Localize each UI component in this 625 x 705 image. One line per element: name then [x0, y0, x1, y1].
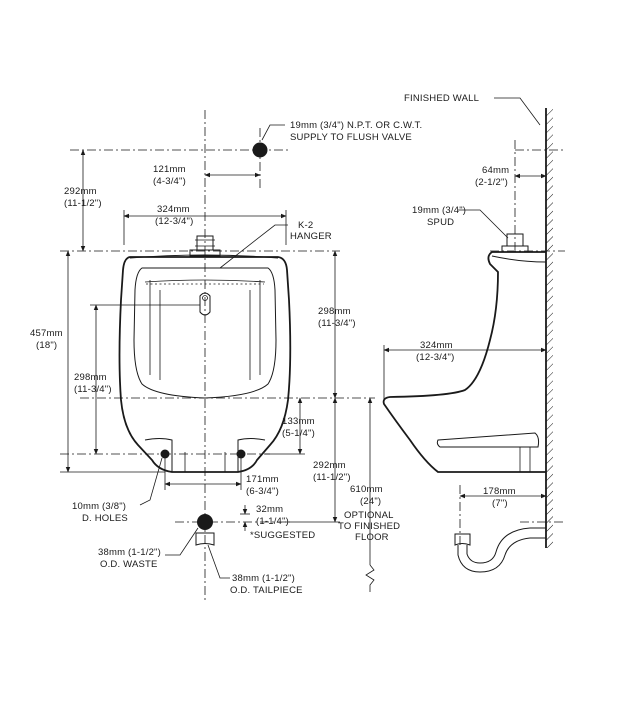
- label-324-in: (12-3/4"): [155, 216, 193, 227]
- label-171-in: (6-3/4"): [246, 486, 279, 497]
- label-32-mm: 32mm: [256, 504, 283, 515]
- leader-holes: [139, 457, 163, 506]
- label-64-in: (2-1/2"): [475, 177, 508, 188]
- wall-hatching: [546, 108, 553, 548]
- leader-wall: [494, 97, 541, 126]
- right-foot: [237, 438, 266, 472]
- label-298-right-in: (11-3/4"): [318, 318, 356, 329]
- label-tailpiece-line1: 38mm (1-1/2"): [232, 573, 295, 584]
- front-spud-base: [189, 249, 221, 257]
- label-133-in: (5-1/4"): [282, 428, 315, 439]
- label-optional-line1: OPTIONAL: [344, 510, 394, 521]
- right-d-hole-icon: [236, 449, 246, 459]
- label-292b-in: (11-1/2"): [313, 472, 351, 483]
- dim-610-break: [365, 564, 375, 592]
- p-trap-inner: [466, 527, 546, 564]
- label-292-mm: 292mm: [64, 186, 97, 197]
- bowl-shading-lines: [149, 280, 261, 380]
- label-298-right-mm: 298mm: [318, 306, 351, 317]
- left-foot: [144, 438, 173, 472]
- label-optional-line2: TO FINISHED: [338, 521, 400, 532]
- label-hanger-line2: HANGER: [290, 231, 332, 242]
- label-optional-line3: FLOOR: [355, 532, 389, 543]
- label-spud-line2: SPUD: [427, 217, 454, 228]
- flush-spreader-rim: [144, 279, 266, 283]
- label-finished-wall: FINISHED WALL: [404, 93, 479, 104]
- label-178-in: (7"): [492, 498, 508, 509]
- label-292-in: (11-1/2"): [64, 198, 102, 209]
- label-171-mm: 171mm: [246, 474, 279, 485]
- side-view: [382, 97, 565, 573]
- label-waste-line1: 38mm (1-1/2"): [98, 547, 161, 558]
- hanger-slot-hole: [202, 295, 208, 301]
- label-holes-line2: D. HOLES: [82, 513, 128, 524]
- front-view: [60, 110, 375, 600]
- label-64-mm: 64mm: [482, 165, 509, 176]
- leader-supply: [261, 124, 285, 141]
- label-waste-line2: O.D. WASTE: [100, 559, 158, 570]
- leader-tailpiece: [207, 544, 230, 579]
- label-133-mm: 133mm: [282, 416, 315, 427]
- label-121-mm: 121mm: [153, 164, 186, 175]
- label-121-in: (4-3/4"): [153, 176, 186, 187]
- label-324-side-mm: 324mm: [420, 340, 453, 351]
- tailpiece-icon: [195, 532, 215, 546]
- urinal-top-rim: [129, 254, 279, 259]
- waste-outlet-icon: [197, 514, 213, 530]
- hanger-slot: [199, 292, 211, 316]
- label-spud-line1: 19mm (3/4"): [412, 205, 466, 216]
- label-298-left-in: (11-3/4"): [74, 384, 112, 395]
- side-tailpiece: [454, 533, 471, 546]
- label-supply-line2: SUPPLY TO FLUSH VALVE: [290, 132, 412, 143]
- label-610-mm: 610mm: [350, 484, 383, 495]
- label-298-left-mm: 298mm: [74, 372, 107, 383]
- label-178-mm: 178mm: [483, 486, 516, 497]
- label-tailpiece-line2: O.D. TAILPIECE: [230, 585, 303, 596]
- side-lip: [436, 432, 540, 448]
- label-supply-line1: 19mm (3/4") N.P.T. OR C.W.T.: [290, 120, 422, 131]
- urinal-side-outline: [382, 251, 546, 473]
- label-324-mm: 324mm: [157, 204, 190, 215]
- label-292b-mm: 292mm: [313, 460, 346, 471]
- urinal-inner-bowl: [133, 267, 277, 399]
- p-trap-outer: [457, 537, 546, 573]
- label-holes-line1: 10mm (3/8"): [72, 501, 126, 512]
- label-hanger-line1: K-2: [298, 220, 313, 231]
- label-610-in: (24"): [360, 496, 381, 507]
- leader-waste: [165, 527, 199, 556]
- annotations: FINISHED WALL 19mm (3/4") N.P.T. OR C.W.…: [30, 93, 516, 596]
- label-457-in: (18"): [36, 340, 57, 351]
- label-32-in: (1-1/4"): [256, 516, 289, 527]
- leader-spud: [458, 209, 509, 239]
- label-suggested: *SUGGESTED: [250, 530, 315, 541]
- label-457-mm: 457mm: [30, 328, 63, 339]
- left-d-hole-icon: [160, 449, 170, 459]
- leader-hanger: [219, 224, 288, 269]
- label-324-side-in: (12-3/4"): [416, 352, 454, 363]
